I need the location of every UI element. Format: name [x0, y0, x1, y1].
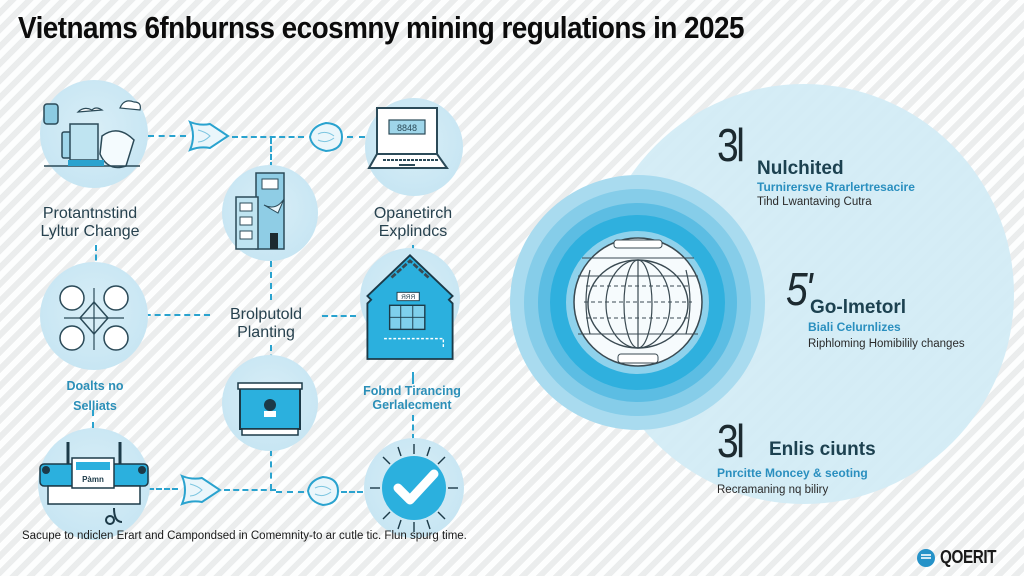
label-line: Explindcs	[378, 222, 448, 240]
stat-number: 3l	[717, 119, 745, 171]
connector-line	[276, 491, 304, 493]
label-center-top: Opanetirch Explindcs	[338, 205, 488, 241]
node-recycling-tools	[40, 80, 148, 188]
page-title: Vietnams 6fnburnss ecosmny mining regula…	[18, 10, 744, 45]
laptop-icon: 8848	[367, 107, 449, 169]
stat-line1: Turnirersve Rrarlertresacire	[757, 180, 915, 194]
connector-line	[322, 315, 356, 317]
brand-name: QOERIT	[940, 547, 997, 567]
globe-icon	[573, 237, 703, 367]
node-device	[222, 355, 318, 451]
stat-number: 5'	[786, 263, 813, 315]
check-badge-icon	[370, 444, 458, 532]
device-icon	[237, 382, 303, 436]
stat-number: 3l	[717, 415, 745, 467]
stat-heading: Enlis ciunts	[769, 439, 876, 460]
node-checkmark	[364, 438, 464, 538]
connector-line	[270, 250, 272, 300]
brand-logo-icon	[917, 548, 935, 567]
label-line: Opanetirch	[373, 205, 453, 222]
connector-line	[412, 372, 414, 384]
stat-line1: Pnrcitte Moncey & seoting	[717, 466, 868, 480]
brand-logo: QOERIT	[917, 547, 1006, 568]
label-line: Protantnstind	[42, 205, 138, 222]
tools-bin-icon	[43, 100, 141, 169]
house-sign-text: ЯЯЯ	[401, 294, 415, 301]
label-line: Lyltur Change	[40, 222, 140, 240]
connector-line	[92, 410, 94, 428]
label-line: Selliats	[73, 399, 117, 413]
label-center-bottom: Fobnd Tirancing Gerlalecment	[350, 384, 474, 412]
connector-line	[232, 136, 304, 138]
shield-connector-icon	[180, 474, 222, 506]
stat-line2: Recramaning nq biliry	[717, 484, 829, 496]
label-line: Doalts no	[66, 379, 124, 393]
machine-screen-text: Pàmn	[82, 475, 104, 484]
label-line: Gerlalecment	[372, 398, 452, 412]
label-line: Planting	[237, 323, 295, 341]
mining-machine-icon: Pàmn	[39, 442, 149, 525]
connector-line	[148, 488, 178, 490]
node-house: ЯЯЯ	[360, 248, 460, 360]
shield-connector-icon	[306, 475, 340, 507]
shield-connector-icon	[188, 120, 230, 152]
connector-line	[347, 136, 365, 138]
laptop-screen-text: 8848	[397, 123, 417, 133]
node-mining-machine: Pàmn	[38, 428, 150, 540]
label-left-top: Protantnstind Lyltur Change	[10, 205, 170, 241]
footer-caption: Sacupe to ndiclen Erart and Campondsed i…	[22, 530, 467, 542]
connector-line	[148, 135, 186, 137]
node-laptop: 8848	[365, 98, 463, 196]
connector-line	[95, 245, 97, 270]
connector-line	[270, 138, 272, 168]
node-drone	[40, 262, 148, 370]
connector-line	[125, 314, 210, 316]
stat-heading: Go-lmetorl	[810, 297, 907, 318]
stat-line1: Biali Celurnlizes	[808, 320, 901, 334]
label-center-mid: Brolputold Planting	[210, 306, 322, 342]
shield-connector-icon	[308, 121, 344, 153]
label-line: Fobnd Tirancing	[363, 384, 461, 398]
label-left-mid: Doalts no Selliats	[35, 376, 155, 416]
stat-heading: Nulchited	[757, 158, 844, 179]
connector-line	[270, 450, 272, 490]
building-icon	[235, 172, 285, 250]
stat-line2: Tihd Lwantaving Cutra	[757, 196, 872, 208]
label-line: Brolputold	[229, 306, 303, 323]
node-building	[222, 165, 318, 261]
connector-line	[341, 491, 363, 493]
connector-line	[224, 489, 276, 491]
connector-line	[412, 415, 414, 440]
house-solar-icon: ЯЯЯ	[366, 254, 454, 360]
drone-icon	[59, 285, 129, 351]
stat-line2: Riphloming Homibilily changes	[808, 338, 965, 350]
